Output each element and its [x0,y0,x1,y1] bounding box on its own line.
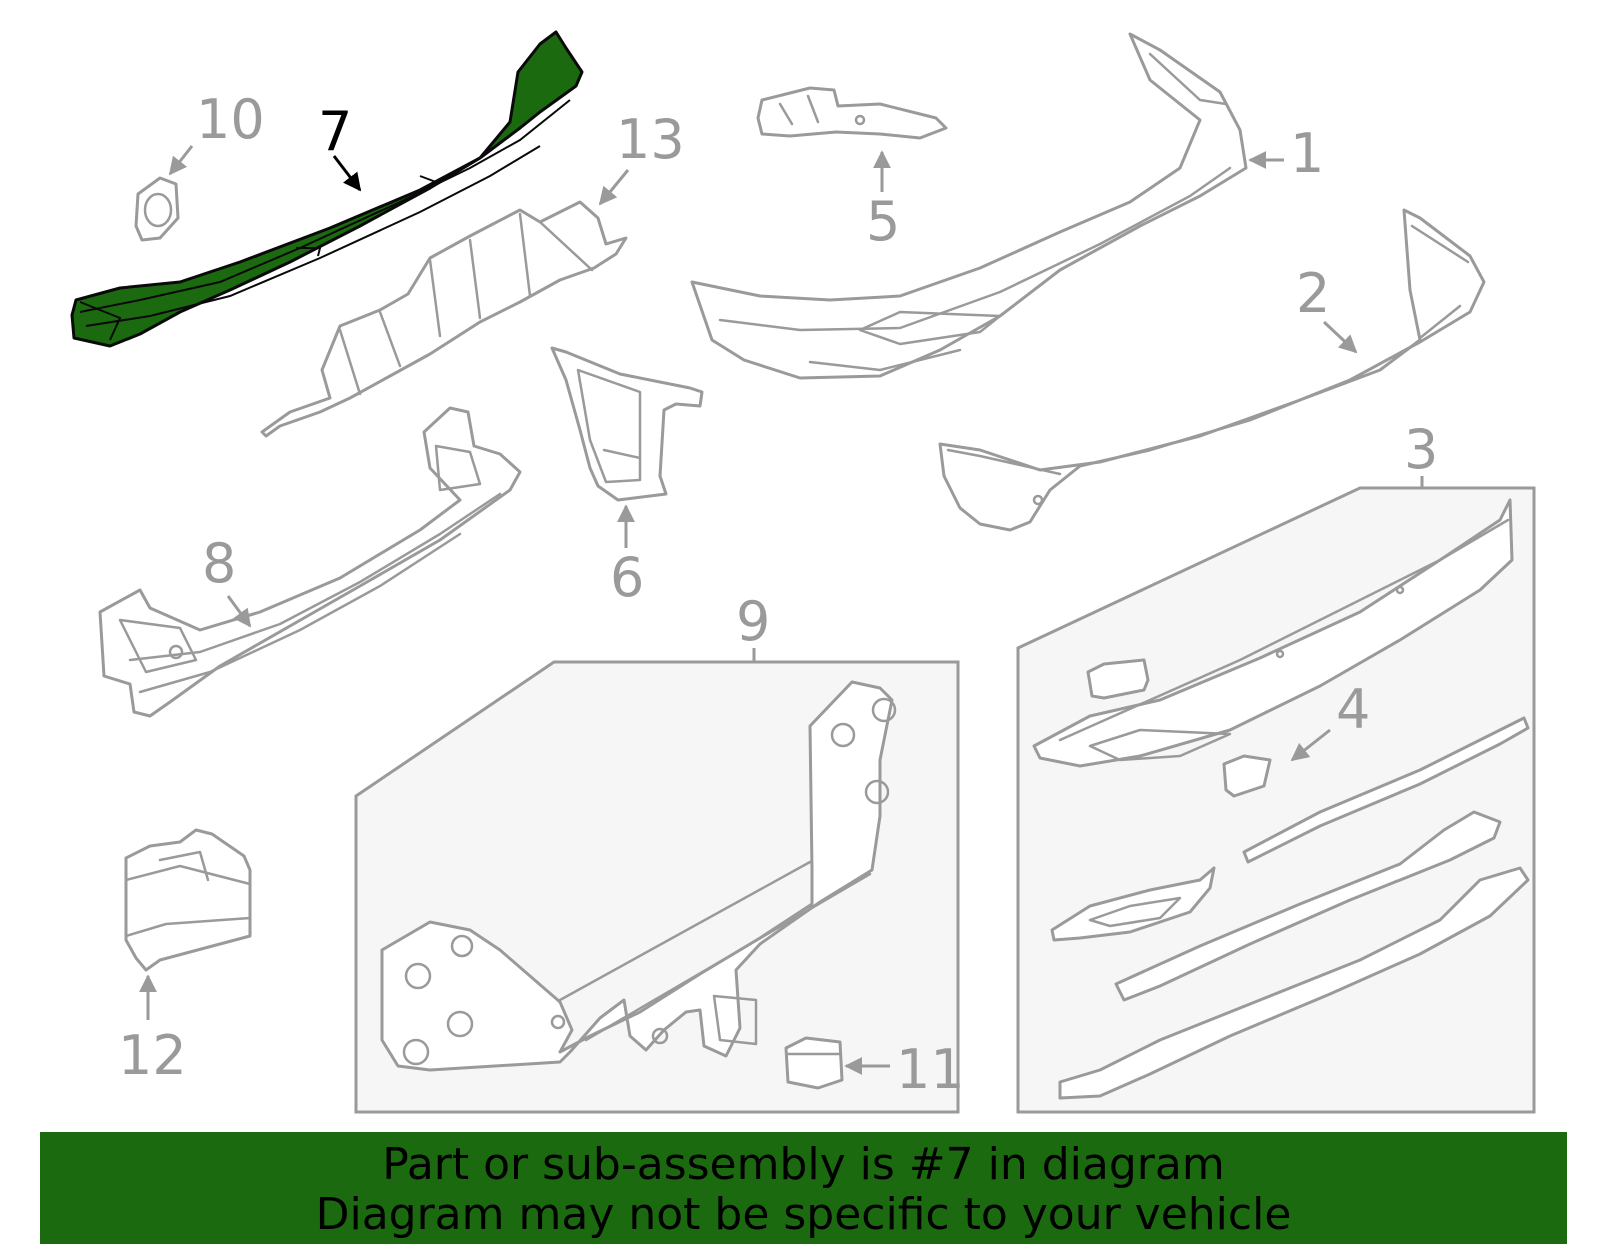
leader-13 [598,169,630,206]
part-12-sensor-bracket[interactable] [124,828,252,972]
part-7-reinforcement-beam[interactable] [70,30,584,348]
part-3-trim-group[interactable] [1016,486,1536,1114]
part-13-energy-absorber[interactable] [260,200,628,438]
banner-line-2: Diagram may not be specific to your vehi… [315,1189,1292,1240]
callout-13[interactable]: 13 [616,108,685,171]
part-10-grommet[interactable] [134,176,180,242]
callout-12[interactable]: 12 [118,1024,187,1087]
notice-banner: Part or sub-assembly is #7 in diagram Di… [40,1132,1567,1244]
callout-5[interactable]: 5 [866,190,900,253]
banner-line-1: Part or sub-assembly is #7 in diagram [382,1139,1225,1190]
part-9-hitch-group[interactable] [354,660,960,1114]
part-1-bumper-cover[interactable] [690,32,1248,380]
part-5-bracket[interactable] [756,86,948,140]
callout-8[interactable]: 8 [202,532,236,595]
callout-2[interactable]: 2 [1296,262,1330,325]
callout-6[interactable]: 6 [610,546,644,609]
callout-10[interactable]: 10 [196,88,265,151]
part-11-hitch-cover[interactable] [784,1036,844,1090]
leader-2 [1322,320,1358,354]
callout-3[interactable]: 3 [1404,418,1438,481]
leader-10 [168,145,194,176]
callout-9[interactable]: 9 [736,590,770,653]
leader-4 [1290,728,1331,762]
callout-1[interactable]: 1 [1290,122,1324,185]
callout-7[interactable]: 7 [318,100,352,163]
leader-8 [226,595,252,628]
part-6-side-bracket[interactable] [550,346,704,502]
callout-11[interactable]: 11 [896,1038,965,1101]
leader-7 [332,155,362,192]
part-8-bumper-reinforcement[interactable] [98,406,522,718]
part-2-lower-valance[interactable] [938,208,1486,532]
callout-4[interactable]: 4 [1336,678,1370,741]
